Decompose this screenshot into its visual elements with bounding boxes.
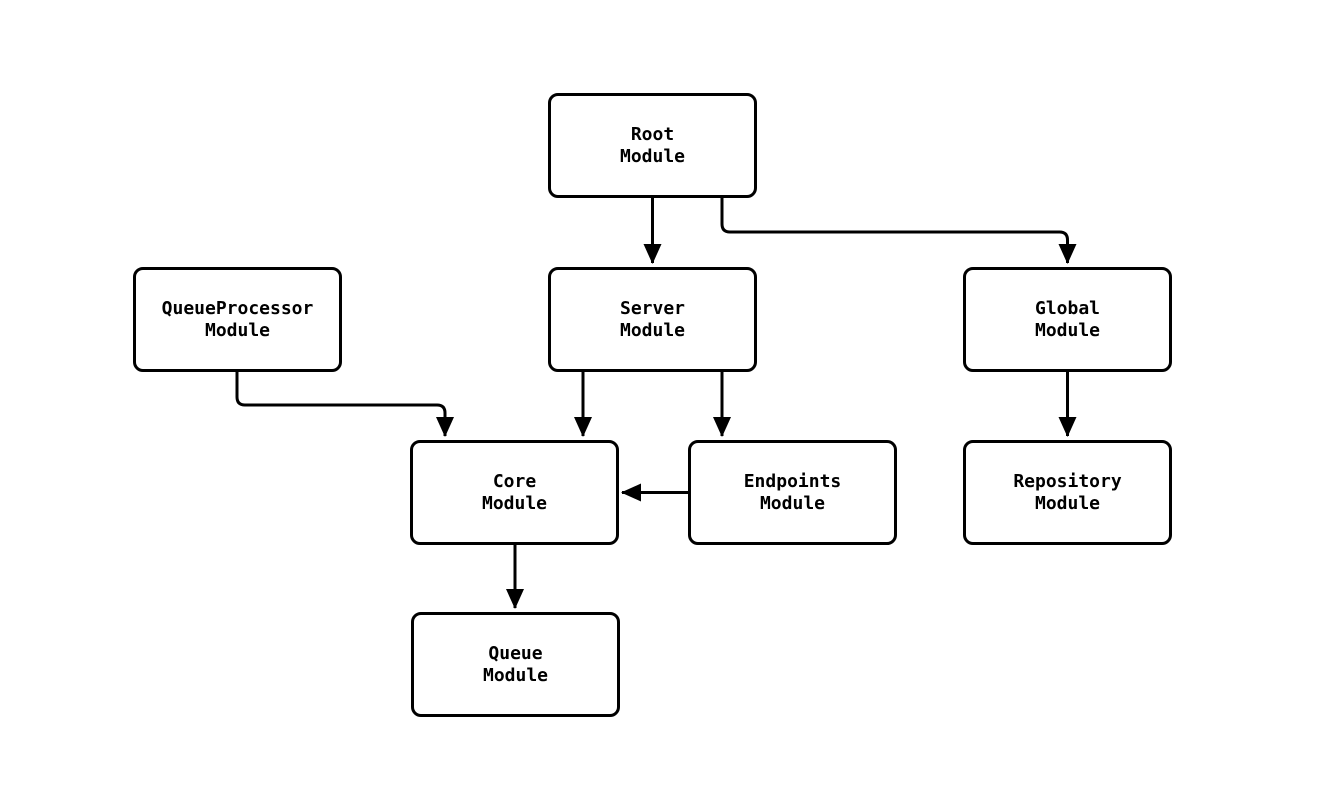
node-endpoints-module: Endpoints Module xyxy=(688,440,897,545)
node-root-module: Root Module xyxy=(548,93,757,198)
node-queueprocessor-module: QueueProcessor Module xyxy=(133,267,342,372)
edge-root-to-global xyxy=(720,198,1077,264)
node-server-module: Server Module xyxy=(548,267,757,372)
node-global-module: Global Module xyxy=(963,267,1172,372)
node-core-module: Core Module xyxy=(410,440,619,545)
node-repository-module: Repository Module xyxy=(963,440,1172,545)
node-queue-module: Queue Module xyxy=(411,612,620,717)
edge-queueprocessor-to-core xyxy=(235,372,454,437)
